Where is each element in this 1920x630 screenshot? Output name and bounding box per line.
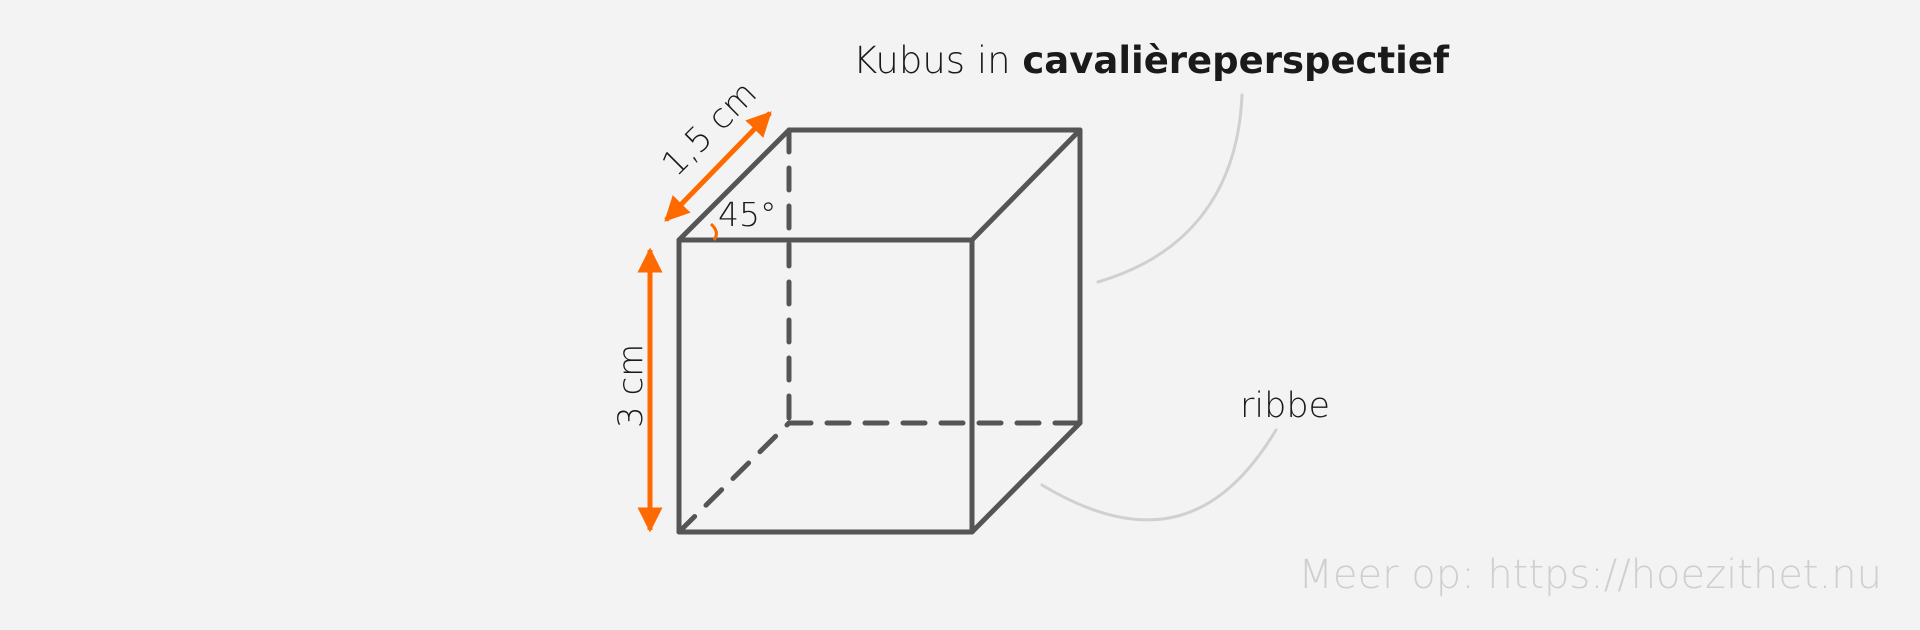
depth-arrow [664,111,772,222]
right-face-edges [969,127,1083,535]
hidden-edge-diagonal [676,420,792,535]
title-prefix: Kubus in [853,39,1022,82]
ribbe-callout-line [1040,428,1278,522]
ribbe-label: ribbe [1240,386,1330,426]
angle-label: 45° [718,195,777,234]
title-callout-line [1096,93,1244,284]
title-bold-text: cavalièreperspectief [1022,39,1450,82]
callout-lines [1040,93,1278,522]
watermark: Meer op: https://hoezithet.nu [1298,552,1882,598]
hidden-edges [676,127,1083,535]
front-face [676,237,975,535]
angle-arc [709,222,718,241]
measure-arrows [637,111,772,533]
height-label: 3 cm [611,344,651,428]
diagram-title: Kubus in cavalièreperspectief [853,39,1450,82]
